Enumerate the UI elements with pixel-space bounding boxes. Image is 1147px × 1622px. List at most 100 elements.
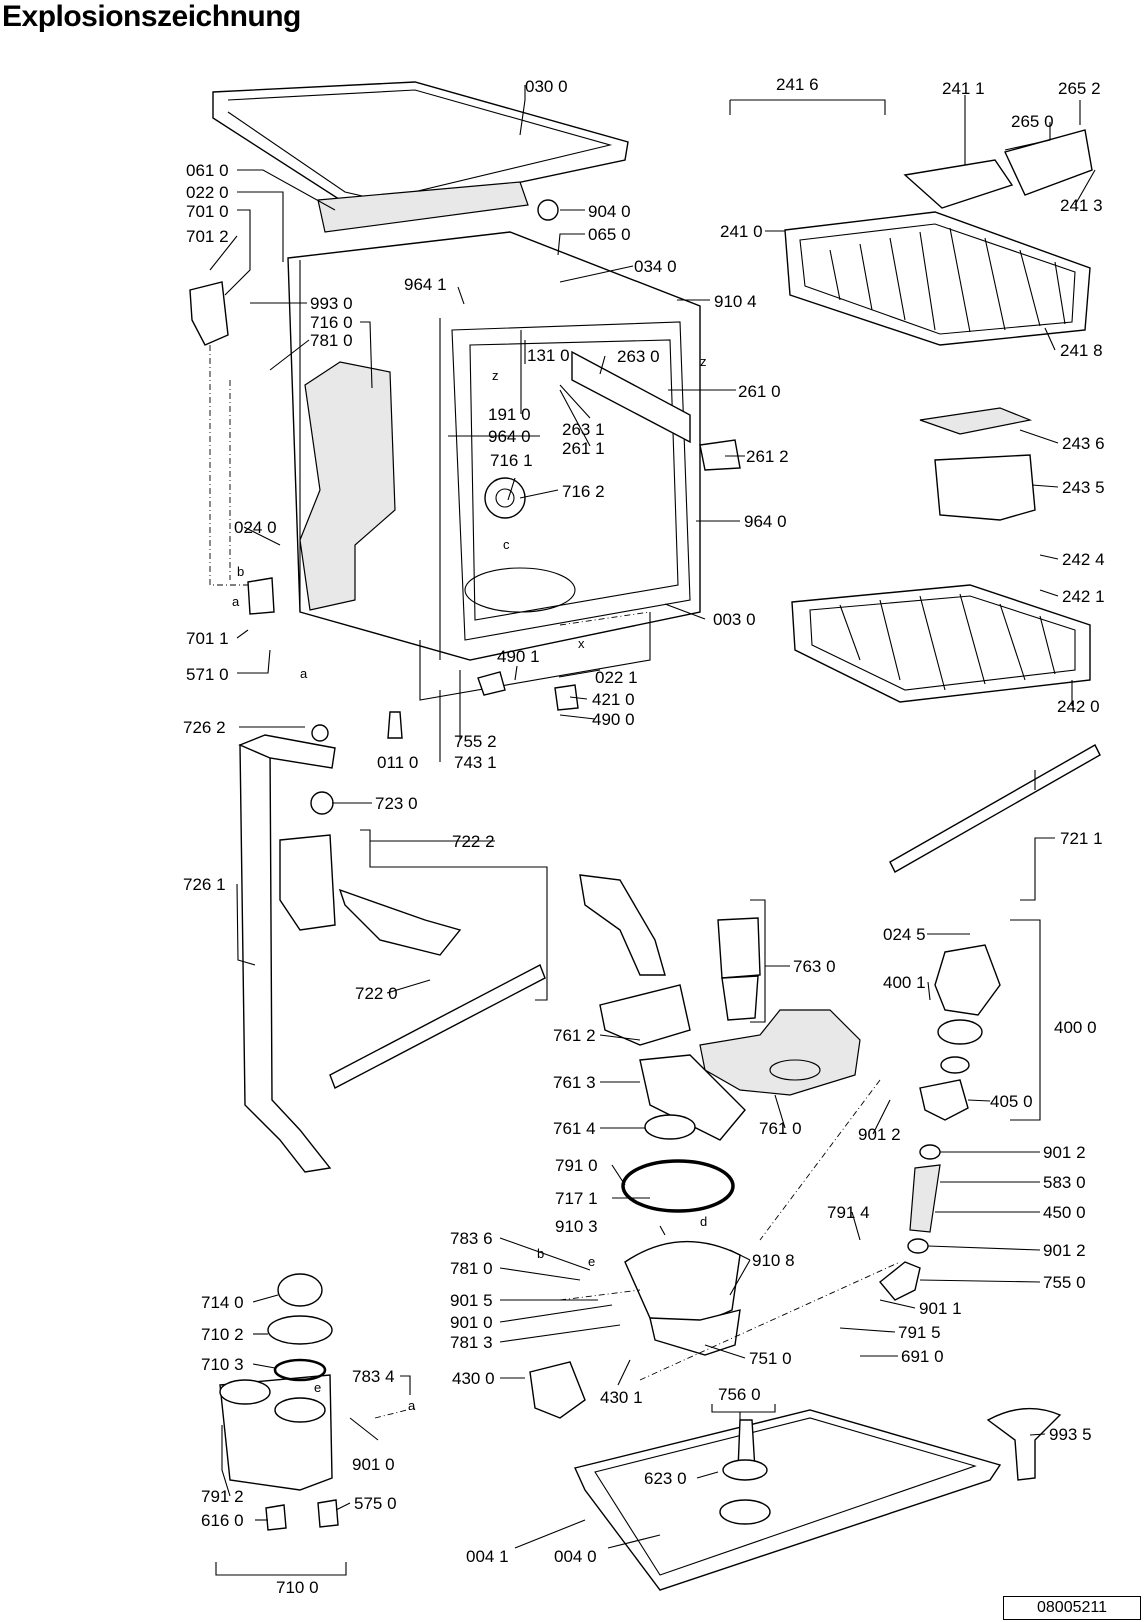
hose-clamp — [919, 1144, 941, 1160]
base-tray — [574, 1409, 1002, 1591]
shelf-rail — [1004, 129, 1093, 196]
label-901-0-b: 901 0 — [352, 1455, 395, 1474]
ref-letter-d: d — [700, 1214, 707, 1229]
label-755-2: 755 2 — [454, 732, 497, 751]
label-263-0: 263 0 — [617, 347, 660, 366]
nut-723 — [310, 791, 334, 815]
sump-tube — [579, 874, 666, 976]
label-716-0: 716 0 — [310, 313, 353, 332]
pump-hose — [909, 1164, 941, 1233]
label-993-5: 993 5 — [1049, 1425, 1092, 1444]
label-761-4: 761 4 — [553, 1119, 596, 1138]
sump-seal-disc — [644, 1114, 696, 1140]
label-761-0: 761 0 — [759, 1119, 802, 1138]
label-910-3: 910 3 — [555, 1217, 598, 1236]
insulation-mat — [317, 181, 529, 233]
cup-shelf — [903, 159, 1014, 209]
label-261-1: 261 1 — [562, 439, 605, 458]
label-761-2: 761 2 — [553, 1026, 596, 1045]
cap-904 — [537, 199, 559, 221]
label-616-0: 616 0 — [201, 1511, 244, 1530]
label-701-1: 701 1 — [186, 629, 229, 648]
label-755-0: 755 0 — [1043, 1273, 1086, 1292]
bracket-261-2 — [699, 439, 741, 471]
label-061-0: 061 0 — [186, 161, 229, 180]
label-243-5: 243 5 — [1062, 478, 1105, 497]
label-241-8: 241 8 — [1060, 341, 1103, 360]
label-243-6: 243 6 — [1062, 434, 1105, 453]
label-901-2-c: 901 2 — [1043, 1241, 1086, 1260]
float-plate — [722, 1459, 768, 1481]
ref-letter-e-1: e — [588, 1254, 595, 1269]
label-265-2: 265 2 — [1058, 79, 1101, 98]
softener-seal — [273, 1358, 327, 1382]
label-065-0: 065 0 — [588, 225, 631, 244]
cutlery-cover — [919, 407, 1033, 435]
ref-letter-a-1: a — [232, 594, 240, 609]
label-791-5: 791 5 — [898, 1323, 941, 1342]
label-723-0: 723 0 — [375, 794, 418, 813]
label-022-1: 022 1 — [595, 668, 638, 687]
leader-lines — [209, 85, 1096, 1576]
sensor-575 — [317, 1499, 339, 1528]
label-030-0: 030 0 — [525, 77, 568, 96]
filter-capacitor — [554, 684, 579, 711]
drain-bend — [879, 1261, 921, 1301]
label-756-0: 756 0 — [718, 1385, 761, 1404]
valve-701 — [189, 281, 229, 346]
ref-letter-z-1: z — [492, 368, 499, 383]
label-716-2: 716 2 — [562, 482, 605, 501]
label-691-0: 691 0 — [901, 1347, 944, 1366]
hose-clamp-lower — [907, 1238, 929, 1254]
label-242-4: 242 4 — [1062, 550, 1105, 569]
nut-726-2 — [311, 724, 329, 742]
label-716-1: 716 1 — [490, 451, 533, 470]
label-430-1: 430 1 — [600, 1388, 643, 1407]
label-710-3: 710 3 — [201, 1355, 244, 1374]
upper-basket — [784, 211, 1091, 346]
label-710-2: 710 2 — [201, 1325, 244, 1344]
label-191-0: 191 0 — [488, 405, 531, 424]
label-490-0: 490 0 — [592, 710, 635, 729]
spray-arm-feed — [338, 888, 462, 956]
ref-letter-b-1: b — [237, 564, 244, 579]
label-761-3: 761 3 — [553, 1073, 596, 1092]
label-964-1: 964 1 — [404, 275, 447, 294]
ref-letter-a-3: a — [408, 1398, 416, 1413]
label-242-0: 242 0 — [1057, 697, 1100, 716]
sump-gasket-ring — [621, 1159, 735, 1213]
label-490-1: 490 1 — [497, 647, 540, 666]
sump-housing-top — [639, 1054, 746, 1141]
label-575-0: 575 0 — [354, 1494, 397, 1513]
label-763-0: 763 0 — [793, 957, 836, 976]
pump-housing — [919, 1079, 969, 1121]
label-265-0: 265 0 — [1011, 112, 1054, 131]
ref-letter-x: x — [578, 636, 585, 651]
ref-letter-e-2: e — [314, 1380, 321, 1395]
cabinet-frame — [287, 231, 701, 701]
pipe-top — [238, 734, 336, 769]
label-901-0: 901 0 — [450, 1313, 493, 1332]
lower-spray-arm — [329, 964, 546, 1089]
sump-coupling — [599, 984, 691, 1046]
plate-261 — [571, 350, 691, 444]
label-717-1: 717 1 — [555, 1189, 598, 1208]
label-791-4: 791 4 — [827, 1203, 870, 1222]
softener-thread-ring — [267, 1315, 333, 1345]
label-131-0: 131 0 — [527, 346, 570, 365]
label-714-0: 714 0 — [201, 1293, 244, 1312]
label-910-8: 910 8 — [752, 1251, 795, 1270]
label-623-0: 623 0 — [644, 1469, 687, 1488]
distributor-block — [279, 834, 336, 931]
label-993-0: 993 0 — [310, 294, 353, 313]
label-011-0: 011 0 — [377, 753, 418, 772]
water-softener — [219, 1374, 333, 1491]
label-241-6: 241 6 — [776, 75, 819, 94]
label-781-3: 781 3 — [450, 1333, 493, 1352]
label-791-0: 791 0 — [555, 1156, 598, 1175]
cutlery-basket — [934, 454, 1036, 521]
label-901-2-b: 901 2 — [1043, 1143, 1086, 1162]
assembly-axis-lines — [209, 345, 901, 1419]
label-910-4: 910 4 — [714, 292, 757, 311]
